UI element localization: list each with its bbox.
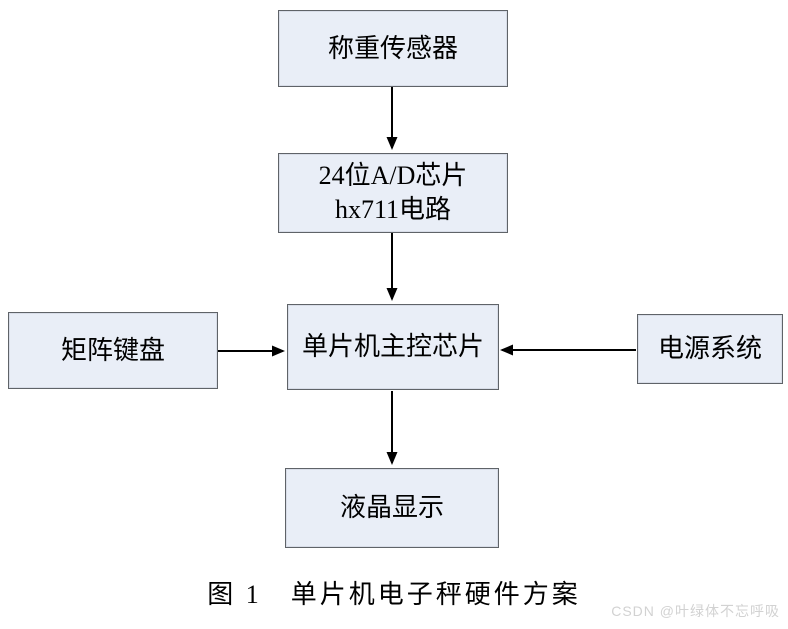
node-mcu-main-chip: 单片机主控芯片 [287,304,499,390]
figure-caption: 图 1 单片机电子秤硬件方案 [207,580,581,609]
node-adc-chip: 24位A/D芯片 hx711电路 [278,153,508,233]
node-lcd-display: 液晶显示 [285,468,499,548]
node-lcd-display-label: 液晶显示 [339,493,444,523]
node-mcu-main-chip-label: 单片机主控芯片 [301,332,484,362]
node-power-system-label: 电源系统 [657,334,762,364]
node-weighing-sensor-label: 称重传感器 [327,33,458,63]
node-adc-chip-label-line1: 24位A/D芯片 [318,161,468,191]
csdn-watermark: CSDN @叶绿体不忘呼吸 [611,603,780,619]
node-weighing-sensor: 称重传感器 [278,10,508,87]
node-matrix-keyboard: 矩阵键盘 [8,312,218,389]
node-matrix-keyboard-label: 矩阵键盘 [60,335,165,365]
node-power-system: 电源系统 [637,314,783,384]
node-adc-chip-label-line2: hx711电路 [334,195,452,224]
